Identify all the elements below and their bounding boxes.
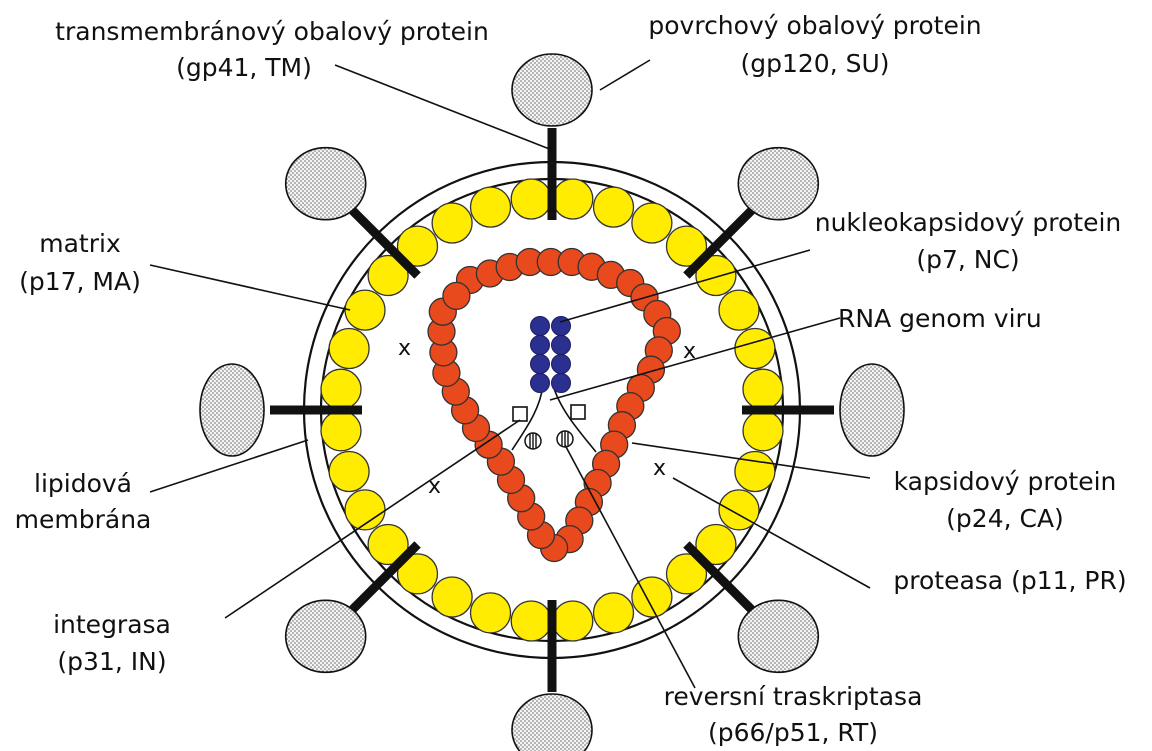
nc-label-line1: nukleokapsidový protein <box>815 208 1122 237</box>
ca-label-line2: (p24, CA) <box>946 504 1064 533</box>
integrase-square-left <box>513 407 527 421</box>
matrix-protein-bead <box>471 593 511 633</box>
matrix-protein-bead <box>594 187 634 227</box>
matrix-protein-bead <box>743 411 783 451</box>
rt-label-line1: reversní traskriptasa <box>664 682 923 711</box>
ca-label-line1: kapsidový protein <box>894 467 1117 496</box>
matrix-protein-bead <box>743 369 783 409</box>
protease-marker: x <box>398 336 411 361</box>
leader-matrix <box>150 265 350 310</box>
matrix-protein-bead <box>632 203 672 243</box>
rna-label: RNA genom viru <box>838 304 1042 333</box>
matrix-protein-bead <box>719 290 759 330</box>
matrix-protein-bead <box>553 179 593 219</box>
tm-label-line1: transmembránový obalový protein <box>55 17 489 46</box>
lipid-label-line2: membrána <box>15 505 152 534</box>
matrix-protein-bead <box>321 411 361 451</box>
matrix-protein-bead <box>321 369 361 409</box>
rt-label-line2: (p66/p51, RT) <box>708 718 878 747</box>
nucleocapsid-bead <box>531 317 550 336</box>
nucleocapsid-bead <box>531 374 550 393</box>
lipid-label-line1: lipidová <box>34 469 132 498</box>
matrix-protein-bead <box>632 577 672 617</box>
nucleocapsid-bead <box>552 336 571 355</box>
leader-su <box>600 60 650 90</box>
matrix-protein-bead <box>329 452 369 492</box>
tm-label-line2: (gp41, TM) <box>176 53 312 82</box>
matrix-label-line2: (p17, MA) <box>19 267 141 296</box>
nucleocapsid-bead <box>531 336 550 355</box>
nucleocapsid-bead <box>552 355 571 374</box>
matrix-protein-bead <box>594 593 634 633</box>
nc-label-line2: (p7, NC) <box>916 245 1019 274</box>
matrix-protein-bead <box>432 203 472 243</box>
surface-glycoprotein-knob <box>512 694 592 751</box>
protease-marker: x <box>653 456 666 481</box>
surface-glycoprotein-knob <box>738 148 818 220</box>
nucleocapsid-bead <box>552 374 571 393</box>
surface-glycoprotein-knob <box>512 54 592 126</box>
matrix-protein-bead <box>329 329 369 369</box>
surface-glycoprotein-knob <box>286 600 366 672</box>
matrix-protein-bead <box>345 290 385 330</box>
matrix-protein-bead <box>735 452 775 492</box>
matrix-protein-bead <box>719 490 759 530</box>
matrix-protein-bead <box>511 601 551 641</box>
integrase-label-line2: (p31, IN) <box>57 647 166 676</box>
surface-glycoprotein-knob <box>738 600 818 672</box>
surface-glycoprotein-knob <box>840 364 904 456</box>
matrix-protein-bead <box>511 179 551 219</box>
integrase-square-right <box>571 405 585 419</box>
matrix-protein-bead <box>432 577 472 617</box>
reverse-transcriptase-right <box>557 431 573 447</box>
su-label-line1: povrchový obalový protein <box>648 11 981 40</box>
matrix-protein-bead <box>735 329 775 369</box>
integrase-label-line1: integrasa <box>53 610 171 639</box>
surface-glycoprotein-knob <box>200 364 264 456</box>
matrix-label-line1: matrix <box>39 229 121 258</box>
protease-label: proteasa (p11, PR) <box>893 566 1126 595</box>
matrix-protein-bead <box>553 601 593 641</box>
capsid-protein-bead <box>443 282 470 309</box>
nucleocapsid-bead <box>531 355 550 374</box>
matrix-protein-bead <box>471 187 511 227</box>
su-label-line2: (gp120, SU) <box>740 49 889 78</box>
reverse-transcriptase-left <box>525 433 541 449</box>
surface-glycoprotein-knob <box>286 148 366 220</box>
